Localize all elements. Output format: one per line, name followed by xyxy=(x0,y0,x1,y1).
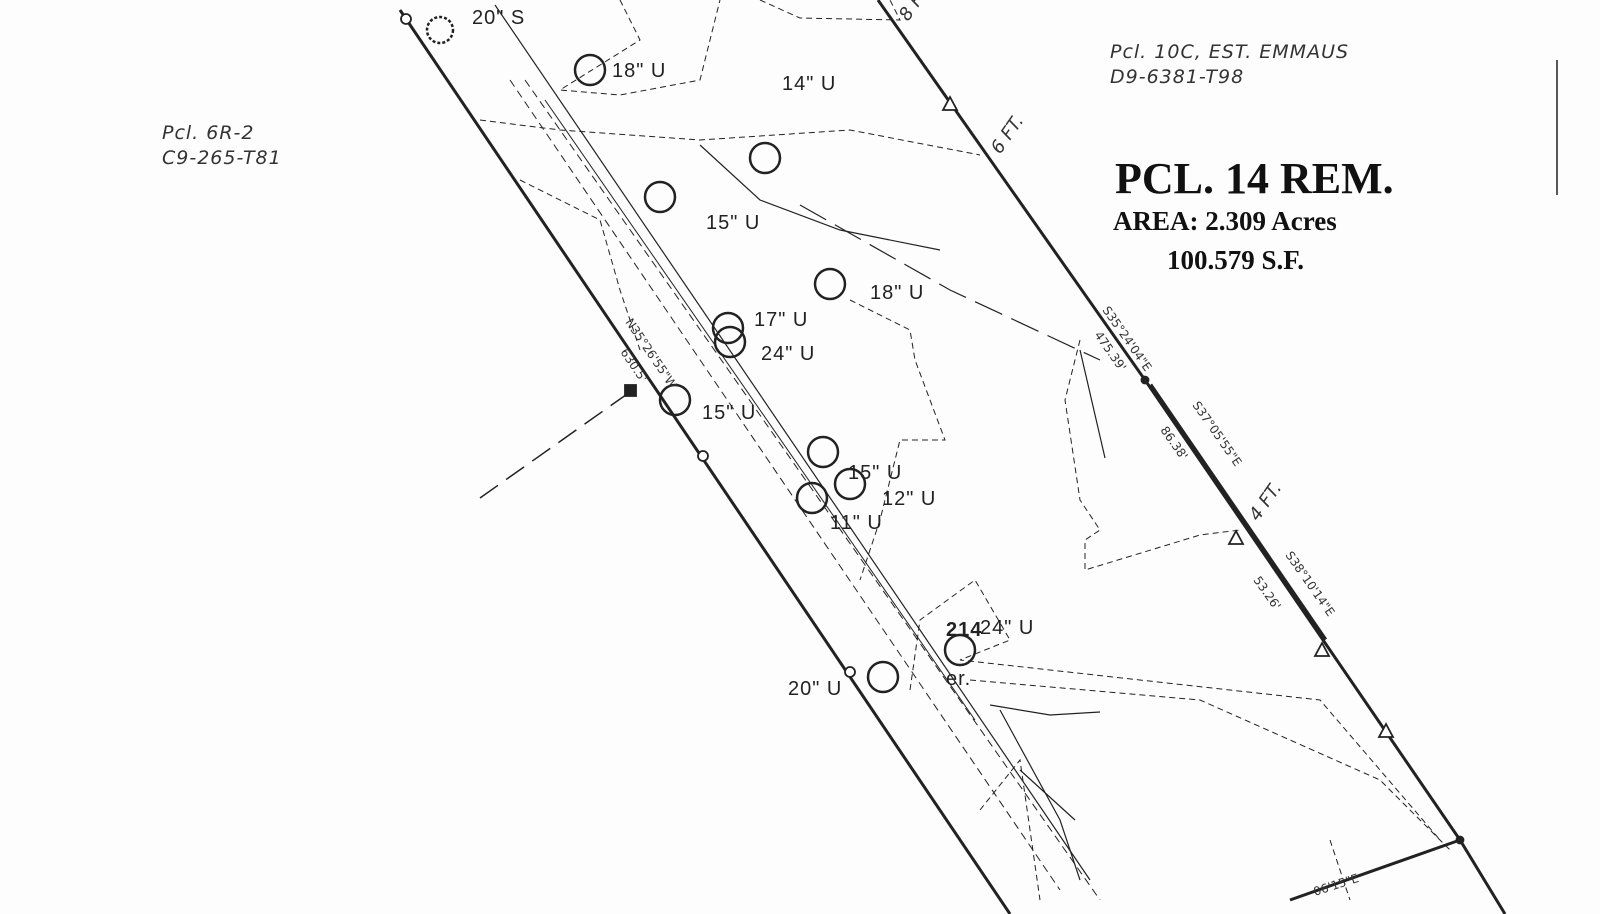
road-edge-dashed xyxy=(524,79,1101,901)
tree-label: 12" U xyxy=(882,488,936,510)
fence-line xyxy=(1019,769,1076,821)
west-parcel-name: Pcl. 6R-2 xyxy=(162,122,255,144)
survey-pin-icon xyxy=(400,13,412,25)
east-boundary-inner-line xyxy=(1147,383,1328,642)
monument-icon xyxy=(624,384,637,397)
south-boundary-line xyxy=(1289,838,1461,902)
west-parcel-ref: C9-265-T81 xyxy=(162,147,282,169)
tree-icon xyxy=(573,53,607,87)
road-edge-dashed xyxy=(509,79,1061,891)
tree-icon xyxy=(795,481,829,515)
contour-line xyxy=(979,758,1041,901)
easement-line xyxy=(479,391,631,499)
triangle-marker-icon xyxy=(1313,641,1331,657)
contour-line xyxy=(479,119,981,156)
east-parcel-name: Pcl. 10C, EST. EMMAUS xyxy=(1110,41,1349,63)
tree-label: 11" U xyxy=(830,512,883,534)
tree-label: 15" U xyxy=(702,402,756,424)
triangle-marker-icon xyxy=(1227,529,1245,545)
setback-note: 4 FT. xyxy=(1245,478,1286,525)
subject-area-sf: 100.579 S.F. xyxy=(1167,245,1304,275)
tree-icon xyxy=(806,435,840,469)
tree-icon xyxy=(943,633,977,667)
west-boundary-line xyxy=(398,9,1012,914)
point-label: 214 xyxy=(946,619,982,641)
distance-label: 53.26' xyxy=(1251,574,1284,613)
contour-line xyxy=(909,579,1441,841)
tree-symbols xyxy=(425,15,977,694)
contour-line xyxy=(969,679,1451,851)
east-boundary-line xyxy=(876,0,1507,914)
fence-line xyxy=(989,704,1101,716)
utility-line-dashed xyxy=(799,204,1101,361)
tree-label: 17" U xyxy=(754,309,808,331)
bearing-label: S38°10'14"E xyxy=(1283,549,1338,619)
fence-line xyxy=(1079,349,1106,459)
tree-label: 20" U xyxy=(788,678,842,700)
tree-label: 20" S xyxy=(472,7,525,29)
survey-pin-icon xyxy=(844,666,856,678)
setback-note: 6 FT. xyxy=(987,111,1028,158)
contour-line xyxy=(519,179,641,351)
east-parcel-ref: D9-6381-T98 xyxy=(1110,66,1244,88)
tree-label: 15" U xyxy=(848,462,902,484)
tree-icon xyxy=(748,141,782,175)
tree-label: 14" U xyxy=(782,73,836,95)
tree-icon xyxy=(813,267,847,301)
distance-label: 86.38' xyxy=(1158,424,1191,463)
point-label: er. xyxy=(946,668,971,690)
tree-label: 24" U xyxy=(980,617,1034,639)
corner-point-icon xyxy=(1455,835,1465,845)
contour-line xyxy=(1329,839,1351,901)
tree-icon xyxy=(833,467,867,501)
subject-parcel-title: PCL. 14 REM. xyxy=(1115,154,1394,203)
tree-icon xyxy=(658,383,692,417)
bearing-label: 06'15"E xyxy=(1312,871,1361,899)
utility-line xyxy=(699,144,941,251)
corner-point-icon xyxy=(1140,375,1150,385)
triangle-marker-icon xyxy=(1377,722,1395,738)
tree-label: 24" U xyxy=(761,343,815,365)
survey-pin-icon xyxy=(697,450,709,462)
contour-line xyxy=(849,299,946,581)
contour-line xyxy=(1064,339,1241,571)
tree-icon xyxy=(643,180,677,214)
tree-label: 18" U xyxy=(870,282,924,304)
spruce-tree-icon xyxy=(425,15,455,45)
subject-area-acres: AREA: 2.309 Acres xyxy=(1113,206,1337,236)
setback-note: 8 FT. xyxy=(895,0,936,25)
tree-icon xyxy=(866,660,900,694)
tree-label: 18" U xyxy=(612,60,666,82)
fence-line xyxy=(999,709,1081,881)
contour-line xyxy=(558,0,721,96)
contour-line xyxy=(759,0,901,21)
tree-label: 15" U xyxy=(706,212,760,234)
road-line xyxy=(544,99,976,721)
tree-icon xyxy=(713,325,747,359)
triangle-marker-icon xyxy=(941,95,959,111)
road-line xyxy=(494,4,1091,881)
tree-icon xyxy=(711,311,745,345)
